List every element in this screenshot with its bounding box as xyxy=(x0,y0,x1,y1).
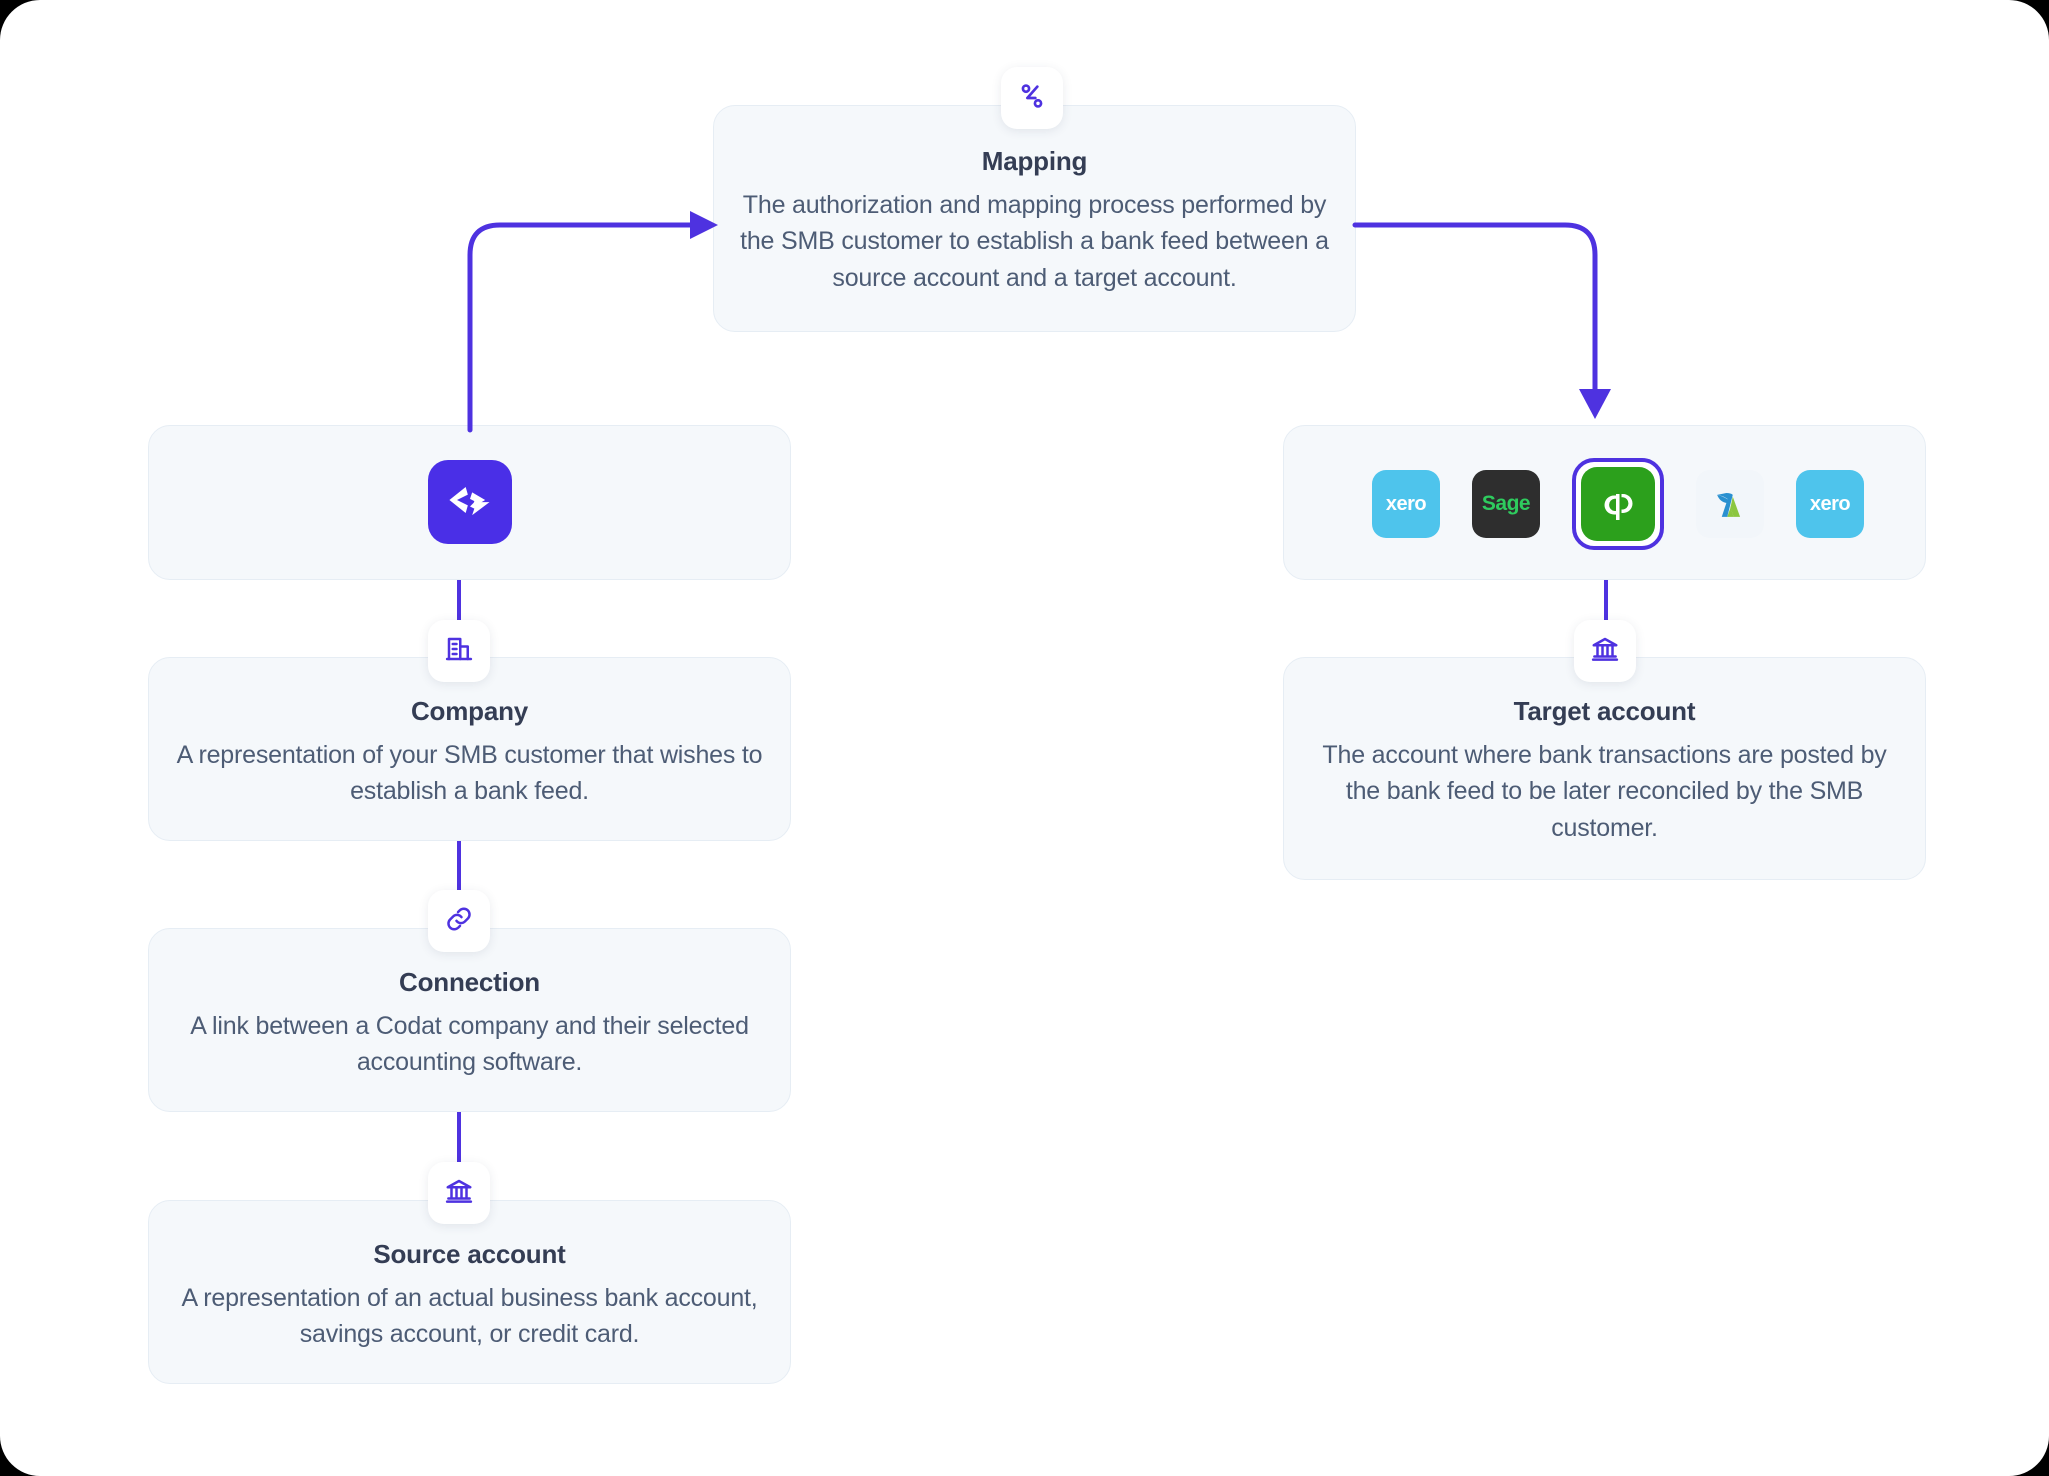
card-description-source-account: A representation of an actual business b… xyxy=(181,1284,758,1349)
card-target-account: Target account The account where bank tr… xyxy=(1283,657,1926,880)
company-icon-badge xyxy=(428,620,490,682)
connector-codat-to-company xyxy=(457,580,461,652)
source-account-icon-badge xyxy=(428,1162,490,1224)
card-source-account: Source account A representation of an ac… xyxy=(148,1200,791,1384)
card-connection: Connection A link between a Codat compan… xyxy=(148,928,791,1112)
xero-wordmark: xero xyxy=(1385,492,1427,515)
card-title-company: Company xyxy=(410,696,529,726)
quickbooks-icon xyxy=(1604,494,1633,520)
card-description-mapping: The authorization and mapping process pe… xyxy=(740,191,1329,292)
codat-logo xyxy=(428,460,512,544)
sage-wordmark: Sage xyxy=(1481,492,1531,515)
card-title-target-account: Target account xyxy=(1513,696,1696,726)
card-mapping: Mapping The authorization and mapping pr… xyxy=(713,105,1356,332)
card-description-connection: A link between a Codat company and their… xyxy=(190,1012,749,1077)
connector-company-to-connection xyxy=(457,841,461,911)
freeagent-icon xyxy=(1717,493,1741,517)
platform-logo-sage[interactable]: Sage xyxy=(1472,470,1540,538)
platform-logo-xero-2[interactable]: xero xyxy=(1796,470,1864,538)
connector-platforms-to-target xyxy=(1604,580,1608,652)
platform-logo-quickbooks-selected[interactable] xyxy=(1572,458,1664,550)
building-icon xyxy=(444,634,474,669)
platform-logo-freeagent[interactable] xyxy=(1696,470,1764,538)
connector-connection-to-source xyxy=(457,1112,461,1184)
mapping-icon-badge xyxy=(1001,67,1063,129)
arrow-mapping-to-platforms xyxy=(1352,222,1611,419)
bank-icon xyxy=(444,1176,474,1211)
platform-logo-quickbooks xyxy=(1581,467,1655,541)
codat-code-brackets-icon xyxy=(444,474,496,531)
platform-logo-xero[interactable]: xero xyxy=(1372,470,1440,538)
mapping-route-icon xyxy=(1016,80,1048,117)
link-icon xyxy=(444,904,474,939)
card-company: Company A representation of your SMB cus… xyxy=(148,657,791,841)
card-title-connection: Connection xyxy=(399,967,540,997)
connection-icon-badge xyxy=(428,890,490,952)
platform-logo-row: xero Sage xero xyxy=(1372,458,1864,550)
card-description-target-account: The account where bank transactions are … xyxy=(1322,741,1887,842)
card-title-source-account: Source account xyxy=(373,1239,566,1269)
bank-icon xyxy=(1590,634,1620,669)
arrow-codat-to-mapping xyxy=(467,211,718,433)
xero-wordmark-2: xero xyxy=(1809,492,1851,515)
card-description-company: A representation of your SMB customer th… xyxy=(176,741,763,806)
target-account-icon-badge xyxy=(1574,620,1636,682)
card-title-mapping: Mapping xyxy=(981,146,1088,176)
